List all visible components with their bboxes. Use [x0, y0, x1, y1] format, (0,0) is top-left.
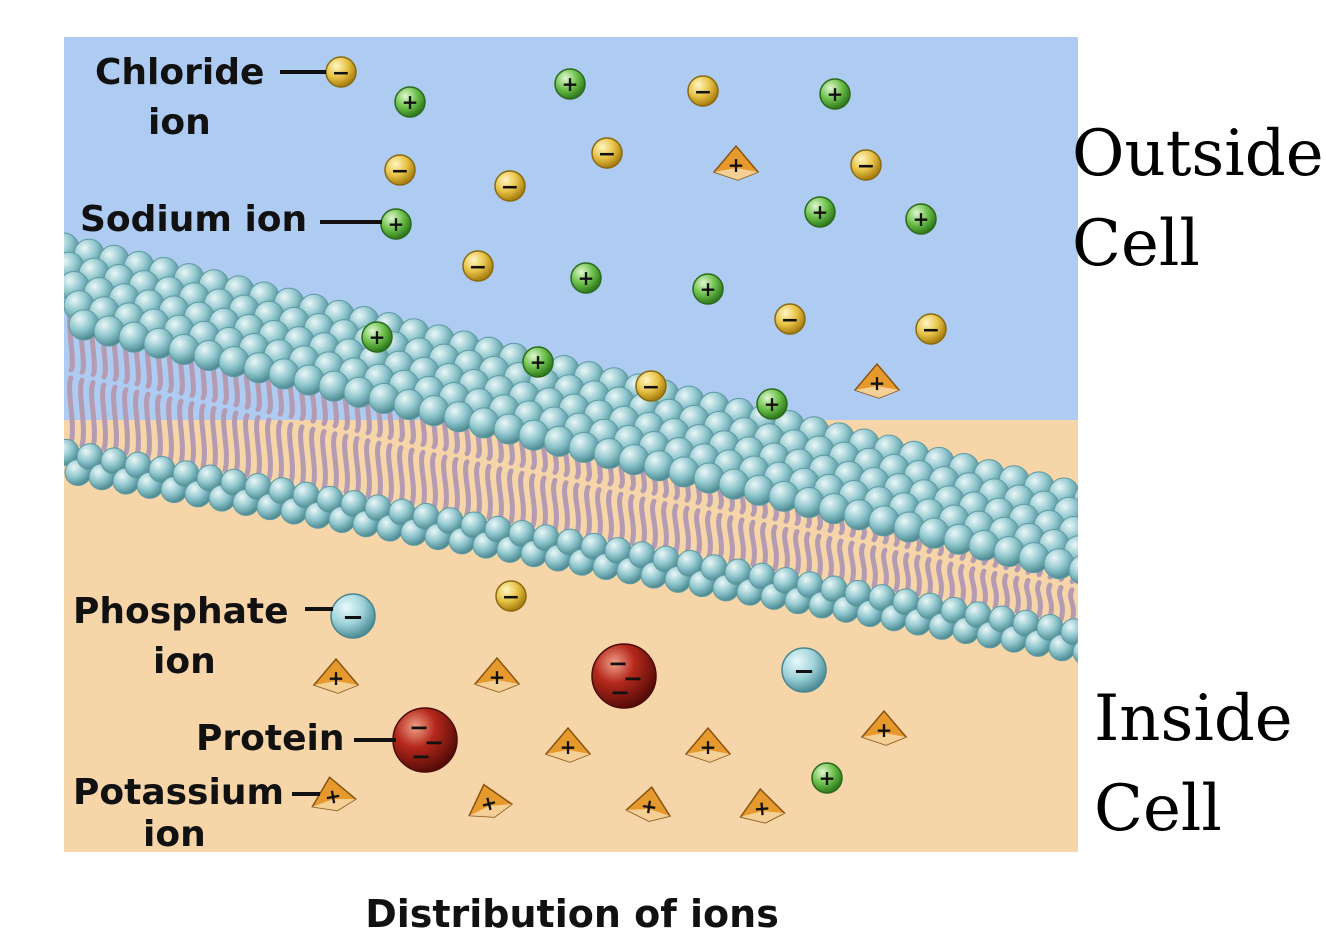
inside-label-line1: Inside: [1094, 682, 1293, 756]
lipid-head: [1114, 548, 1144, 578]
protein-molecule: −−−: [592, 644, 656, 708]
minus-sign: −: [781, 308, 799, 333]
phosphate-label-line2: ion: [153, 641, 216, 682]
sodium-ion: +: [812, 763, 842, 793]
plus-sign: +: [560, 735, 577, 759]
outside-label-line2: Cell: [1072, 207, 1200, 281]
phosphate-ion: −: [782, 648, 826, 692]
sodium-ion: +: [805, 197, 835, 227]
minus-sign: −: [694, 80, 712, 105]
sodium-ion: +: [381, 209, 411, 239]
plus-sign: +: [388, 212, 405, 236]
minus-sign: −: [411, 743, 431, 771]
plus-sign: +: [913, 207, 930, 231]
plus-sign: +: [562, 72, 579, 96]
chloride-ion: −: [463, 251, 493, 281]
sodium-ion: +: [693, 274, 723, 304]
lipid-tail: [59, 302, 62, 441]
protein-molecule: −−−: [393, 708, 457, 772]
sodium-ion: +: [555, 69, 585, 99]
minus-sign: −: [469, 255, 487, 280]
sodium-ion: +: [757, 389, 787, 419]
potassium-label-line1: Potassium: [73, 772, 284, 813]
lipid-head: [1079, 503, 1109, 533]
minus-sign: −: [342, 602, 364, 632]
chloride-ion: −: [495, 171, 525, 201]
chloride-ion: −: [775, 304, 805, 334]
plus-sign: +: [819, 766, 836, 790]
plus-sign: +: [530, 350, 547, 374]
chloride-ion: −: [636, 371, 666, 401]
phosphate-ion: −: [331, 594, 375, 638]
minus-sign: −: [857, 154, 875, 179]
sodium-ion: +: [906, 204, 936, 234]
plus-sign: +: [639, 793, 659, 819]
chloride-ion: −: [851, 150, 881, 180]
sodium-ion: +: [523, 347, 553, 377]
chloride-label-line1: Chloride: [95, 52, 264, 93]
lipid-head: [1073, 639, 1099, 665]
sodium-ion: +: [820, 79, 850, 109]
minus-sign: −: [642, 375, 660, 400]
minus-sign: −: [793, 656, 815, 686]
plus-sign: +: [869, 371, 886, 395]
plus-sign: +: [827, 82, 844, 106]
plus-sign: +: [369, 325, 386, 349]
plus-sign: +: [700, 735, 717, 759]
lipid-head: [1069, 555, 1099, 585]
chloride-ion: −: [916, 314, 946, 344]
chloride-ion: −: [385, 155, 415, 185]
lipid-head: [1089, 542, 1119, 572]
lipid-head: [1084, 523, 1114, 553]
chloride-ion: −: [688, 76, 718, 106]
plus-sign: +: [812, 200, 829, 224]
diagram-caption: Distribution of ions: [365, 892, 779, 936]
minus-sign: −: [922, 318, 940, 343]
plus-sign: +: [489, 665, 506, 689]
protein-label: Protein: [196, 718, 344, 759]
minus-sign: −: [332, 61, 350, 86]
minus-sign: −: [391, 159, 409, 184]
minus-sign: −: [598, 142, 616, 167]
minus-sign: −: [501, 175, 519, 200]
outside-label-line1: Outside: [1072, 117, 1324, 191]
lipid-head: [1094, 561, 1124, 591]
chloride-ion: −: [592, 138, 622, 168]
plus-sign: +: [764, 392, 781, 416]
chloride-label-line2: ion: [148, 102, 211, 143]
sodium-ion: +: [362, 322, 392, 352]
chloride-ion: −: [326, 57, 356, 87]
plus-sign: +: [578, 266, 595, 290]
phosphate-label-line1: Phosphate: [73, 591, 289, 632]
lipid-head: [1119, 567, 1149, 597]
lipid-head: [1074, 484, 1104, 514]
plus-sign: +: [700, 277, 717, 301]
lipid-head: [1061, 619, 1087, 645]
sodium-ion: +: [395, 87, 425, 117]
inside-label-line2: Cell: [1094, 772, 1222, 846]
minus-sign: −: [610, 679, 630, 707]
sodium-ion: +: [571, 263, 601, 293]
sodium-label: Sodium ion: [80, 199, 307, 240]
potassium-label-line2: ion: [143, 814, 206, 855]
chloride-ion: −: [496, 581, 526, 611]
plus-sign: +: [753, 796, 772, 821]
minus-sign: −: [502, 585, 520, 610]
plus-sign: +: [402, 90, 419, 114]
plus-sign: +: [728, 153, 745, 177]
plus-sign: +: [328, 666, 345, 690]
plus-sign: +: [876, 718, 893, 742]
